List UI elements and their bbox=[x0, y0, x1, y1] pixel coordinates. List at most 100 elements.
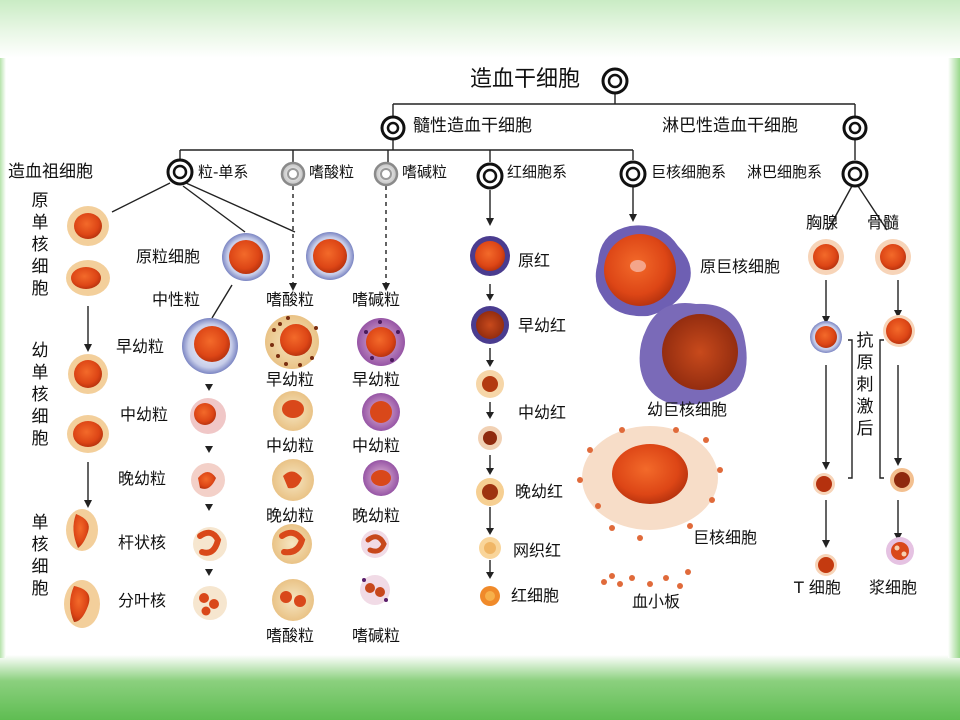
promonocyte-cell-image bbox=[68, 354, 108, 394]
plasmablast-cell-image bbox=[890, 468, 914, 492]
bone-marrow-label: 骨髓 bbox=[867, 213, 900, 232]
promonocyte-cell-image-2 bbox=[67, 415, 109, 453]
lymphocyte-cells bbox=[808, 239, 915, 576]
basophil-mature-cell-image bbox=[360, 575, 390, 605]
promegakaryocyte-label: 幼巨核细胞 bbox=[647, 400, 728, 419]
eosinophil-promyelocyte-cell-image bbox=[265, 315, 319, 369]
lymphoid-node-icon bbox=[842, 115, 868, 141]
neutrophil-myelocyte-label: 中幼粒 bbox=[120, 405, 169, 424]
prolymphocyte-cell-image bbox=[810, 321, 842, 353]
thymus-label: 胸腺 bbox=[806, 213, 839, 232]
basophil-node-icon bbox=[373, 161, 399, 187]
promegakaryocyte-cell-image bbox=[639, 303, 747, 405]
eosinophil-cells bbox=[265, 232, 354, 621]
late-erythroblast-cell-image bbox=[476, 478, 504, 506]
polychromatic-erythroblast-label: 中幼红 bbox=[518, 403, 567, 422]
basophil-myelocyte-label: 中幼粒 bbox=[352, 436, 401, 455]
arrowheads bbox=[84, 190, 902, 579]
segmented-neutrophil-cell-image bbox=[193, 586, 227, 620]
myeloid-node-icon bbox=[380, 115, 406, 141]
neutrophil-myelocyte-cell-image bbox=[190, 398, 226, 434]
neutrophil-cells bbox=[182, 233, 270, 620]
connector-lines bbox=[87, 93, 899, 540]
eosinophil-promyelocyte-label: 早幼粒 bbox=[266, 370, 315, 389]
monocyte-cell-image bbox=[66, 509, 98, 551]
eosinophil-metamyelocyte-label: 晚幼粒 bbox=[266, 506, 315, 525]
eosinophil-myelocyte-label: 中幼粒 bbox=[266, 436, 315, 455]
t-cell-image bbox=[815, 554, 837, 576]
megakaryocyte-branch-label: 巨核细胞系 bbox=[651, 163, 727, 181]
reticulocyte-label: 网织红 bbox=[513, 541, 562, 560]
proerythroblast-label: 原红 bbox=[518, 251, 551, 270]
background-left-edge bbox=[0, 58, 6, 658]
megakaryocyte-node-icon bbox=[619, 160, 647, 188]
basophilic-erythroblast-label: 早幼红 bbox=[518, 316, 567, 335]
band-neutrophil-label: 杆状核 bbox=[118, 533, 167, 552]
eosinophil-node-icon bbox=[280, 161, 306, 187]
basophil-promyelocyte-cell-image bbox=[357, 318, 405, 366]
monoblast-cell-image bbox=[67, 206, 109, 246]
proerythroblast-cell-image bbox=[470, 236, 510, 276]
monocyte-label: 单核细胞 bbox=[31, 513, 49, 599]
megakaryocyte-label: 巨核细胞 bbox=[693, 528, 758, 547]
orthochromatic-erythroblast-cell-image bbox=[478, 426, 502, 450]
lymphocyte-node-icon bbox=[841, 160, 869, 188]
progenitor-heading: 造血祖细胞 bbox=[8, 162, 93, 182]
myeloblast-label: 原粒细胞 bbox=[136, 247, 201, 266]
plasma-cell-label: 浆细胞 bbox=[869, 578, 918, 597]
segmented-neutrophil-label: 分叶核 bbox=[118, 591, 167, 610]
root-node-icon bbox=[601, 67, 629, 95]
bone-marrow-lymphoblast-cell-image bbox=[875, 239, 911, 275]
granulo-mono-label: 粒-单系 bbox=[198, 163, 249, 181]
root-label: 造血干细胞 bbox=[470, 67, 581, 92]
erythrocyte-cell-image bbox=[480, 586, 500, 606]
bone-marrow-prolymphocyte-cell-image bbox=[883, 315, 915, 347]
eosinophil-band-cell-image bbox=[272, 524, 312, 564]
platelets-image bbox=[601, 569, 691, 589]
basophil-mature-label: 嗜碱粒 bbox=[352, 626, 401, 645]
basophil-myelocyte-cell-image bbox=[362, 393, 400, 431]
band-neutrophil-cell-image bbox=[193, 527, 227, 561]
basophil-promyelocyte-label: 早幼粒 bbox=[352, 370, 401, 389]
neutrophil-promyelocyte-label: 早幼粒 bbox=[116, 337, 165, 356]
erythrocyte-label: 红细胞 bbox=[511, 586, 560, 605]
antigen-stimulus-label: 抗原刺激后 bbox=[856, 331, 874, 439]
megakaryocyte-cell-image bbox=[577, 426, 723, 541]
lymphoid-stem-label: 淋巴性造血干细胞 bbox=[662, 116, 798, 136]
plasma-cell-image bbox=[886, 537, 914, 565]
basophil-metamyelocyte-cell-image bbox=[363, 460, 399, 496]
erythroid-node-icon bbox=[476, 162, 504, 190]
eosinophil-mature-cell-image bbox=[272, 579, 314, 621]
eosinophil-myelocyte-cell-image bbox=[273, 391, 313, 431]
eosinophil-branch-label: 嗜酸粒 bbox=[309, 163, 355, 181]
orthochromatic-erythroblast-label: 晚幼红 bbox=[515, 482, 564, 501]
basophil-band-cell-image bbox=[361, 530, 389, 558]
dashed-lines bbox=[292, 186, 387, 283]
background-top-band bbox=[0, 0, 960, 58]
eosinophil-head-label: 嗜酸粒 bbox=[266, 290, 315, 309]
small-lymphocyte-cell-image bbox=[813, 473, 835, 495]
megakaryoblast-label: 原巨核细胞 bbox=[700, 257, 781, 276]
lymphoid-branch-label: 淋巴细胞系 bbox=[747, 163, 823, 181]
basophil-metamyelocyte-label: 晚幼粒 bbox=[352, 506, 401, 525]
thymus-lymphoblast-cell-image bbox=[808, 239, 844, 275]
monocyte-cell-image-2 bbox=[64, 580, 100, 628]
myeloid-stem-label: 髓性造血干细胞 bbox=[413, 116, 532, 136]
t-cell-label: T 细胞 bbox=[794, 578, 841, 597]
neutrophil-metamyelocyte-cell-image bbox=[191, 463, 225, 497]
background-bottom-band bbox=[0, 655, 960, 720]
node-symbols bbox=[166, 67, 869, 190]
basophil-branch-label: 嗜碱粒 bbox=[402, 163, 448, 181]
megakaryoblast-cell-image bbox=[595, 225, 691, 317]
granulo-mono-node-icon bbox=[166, 158, 194, 186]
neutrophil-label: 中性粒 bbox=[152, 290, 201, 309]
eosinophil-myeloblast-cell-image bbox=[306, 232, 354, 280]
erythroid-cells bbox=[470, 236, 510, 606]
myeloblast-cell-image bbox=[222, 233, 270, 281]
eosinophil-metamyelocyte-cell-image bbox=[272, 459, 314, 501]
monoblast-label: 原单核细胞 bbox=[31, 191, 49, 299]
basophil-cells bbox=[357, 318, 405, 605]
neutrophil-metamyelocyte-label: 晚幼粒 bbox=[118, 469, 167, 488]
basophilic-erythroblast-cell-image bbox=[471, 306, 509, 344]
